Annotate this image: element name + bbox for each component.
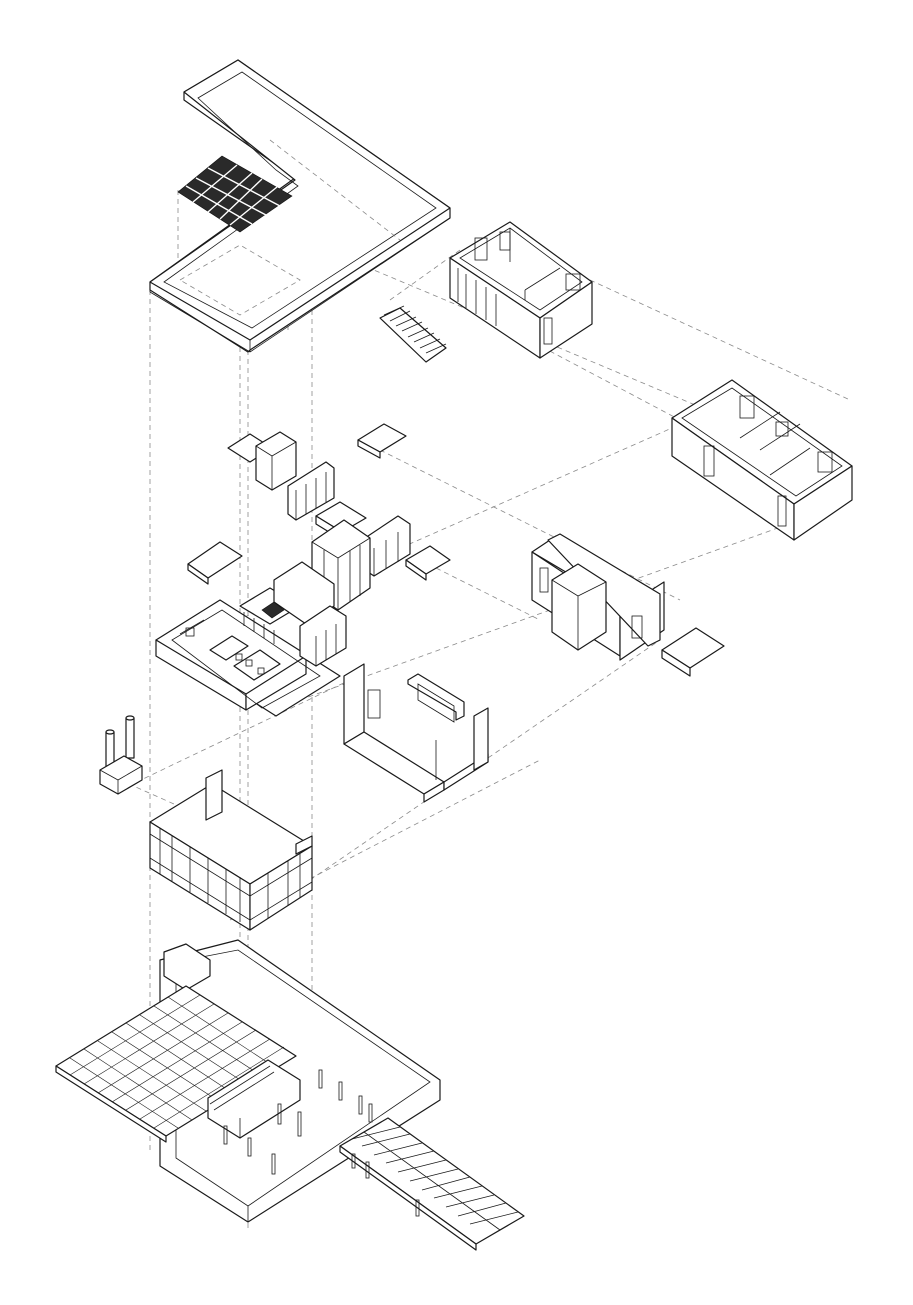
kitchen-module (155, 561, 347, 717)
glazed-pavilion (149, 769, 313, 931)
bedroom-module (449, 221, 593, 359)
boardwalk-ramp (339, 1117, 525, 1251)
bathroom-module (671, 379, 853, 541)
living-walls (343, 663, 489, 803)
chimney-stove (99, 715, 143, 795)
foundation-deck (55, 939, 441, 1223)
furniture-set (187, 423, 725, 677)
hallway-module (531, 533, 665, 661)
skylight-grid (177, 155, 293, 233)
roof-slab (149, 59, 451, 353)
louvre-panel (379, 305, 447, 363)
